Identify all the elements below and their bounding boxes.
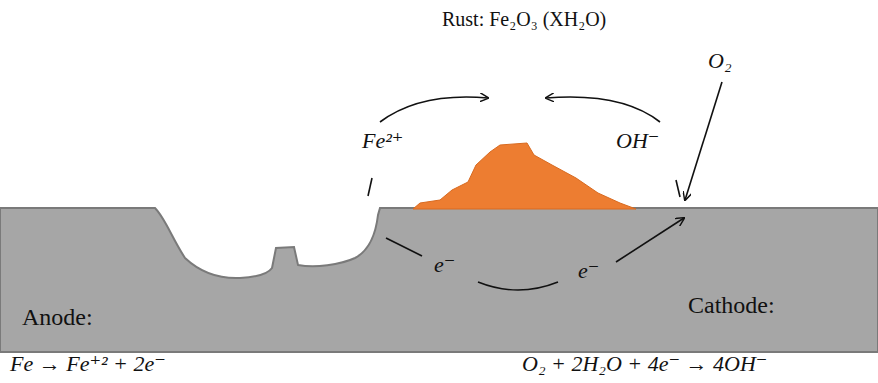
- anode-equation: Fe → Fe⁺² + 2e⁻: [10, 351, 166, 376]
- rust-label: Rust: Fe₂O₃ (XH₂O): [442, 8, 606, 31]
- hydroxide-label: OH⁻: [616, 128, 659, 153]
- electron-arrow: [616, 218, 684, 262]
- electron-label: e⁻: [578, 258, 599, 283]
- ion-arrow: [380, 97, 488, 122]
- electron-path: [478, 282, 558, 290]
- oxygen-arrow: [685, 82, 722, 200]
- rust-deposit: [413, 143, 636, 209]
- iron-metal: [0, 208, 878, 352]
- anode-label: Anode:: [22, 304, 93, 332]
- ion-arrow-tail: [368, 178, 372, 196]
- electron-path: [386, 238, 422, 256]
- cathode-equation: O₂ + 2H₂O + 4e⁻ → 4OH⁻: [522, 351, 767, 376]
- electron-label: e⁻: [434, 252, 455, 277]
- ion-label: Fe²⁺: [362, 128, 403, 153]
- oxygen-label: O₂: [708, 48, 732, 73]
- flow-arrows: [368, 82, 722, 290]
- hydroxide-arrow: [546, 97, 660, 122]
- cathode-label: Cathode:: [688, 292, 775, 320]
- hydroxide-arrow-tail: [676, 180, 680, 197]
